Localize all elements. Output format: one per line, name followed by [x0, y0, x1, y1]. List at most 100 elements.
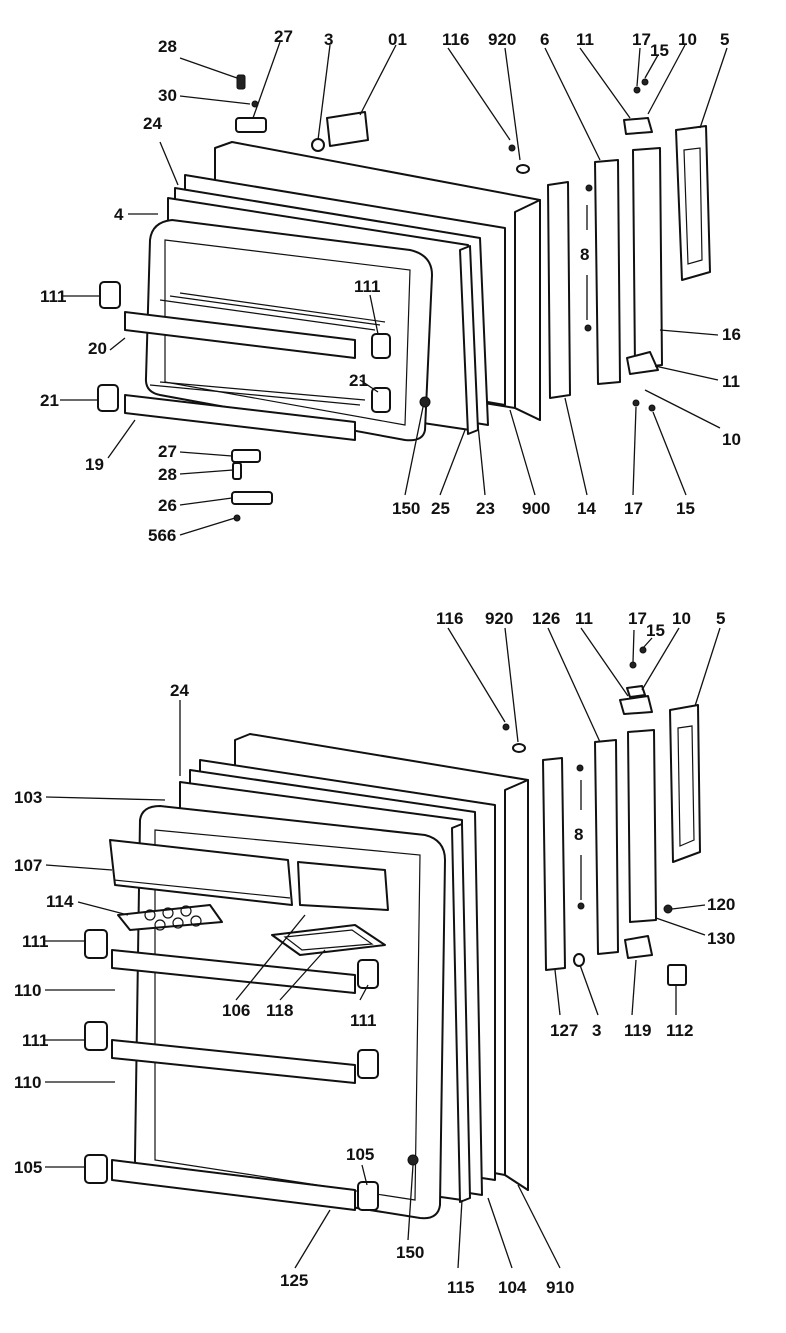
butter-door: [297, 861, 389, 911]
callout-116-top: 116: [442, 30, 469, 49]
retainer-111-left-1: [84, 929, 108, 959]
shelf-125: [111, 1159, 356, 1211]
callout-114: 114: [46, 892, 74, 911]
callout-27-top: 27: [274, 27, 293, 46]
callout-6: 6: [540, 30, 549, 49]
shelf-retainer-21-left: [97, 384, 119, 412]
nameplate-01: [326, 111, 369, 147]
callout-116-bottom: 116: [436, 609, 463, 628]
callout-19: 19: [85, 455, 104, 474]
callout-150-top: 150: [392, 499, 420, 518]
lower-shelf-19: [124, 394, 356, 441]
bottom-hinge-27: [231, 449, 261, 463]
callout-25: 25: [431, 499, 450, 518]
callout-14: 14: [577, 499, 596, 518]
dairy-door-107: [109, 839, 293, 906]
bottom-hinge-26: [231, 491, 273, 505]
callout-3-lower: 3: [592, 1021, 601, 1040]
callout-111-left: 111: [40, 287, 67, 306]
handle-rail-130: [627, 729, 657, 923]
callout-112: 112: [666, 1021, 693, 1040]
callout-900: 900: [522, 499, 550, 518]
callout-5-lower: 5: [716, 609, 725, 628]
callout-24-top: 24: [143, 114, 162, 133]
callout-118: 118: [266, 1001, 293, 1020]
shelf-110-upper: [111, 949, 356, 994]
callout-4: 4: [114, 205, 124, 224]
callout-24-lower: 24: [170, 681, 189, 700]
callout-11-lower: 11: [575, 609, 593, 628]
callout-103: 103: [14, 788, 42, 807]
callout-120: 120: [707, 895, 735, 914]
callout-127: 127: [550, 1021, 578, 1040]
callout-10-top: 10: [678, 30, 697, 49]
tray-118: [271, 924, 386, 956]
upper-inner-door-liner: [144, 219, 433, 442]
upper-leader-lines: [60, 41, 728, 536]
retainer-105-left: [84, 1154, 108, 1184]
shelf-110-lower: [111, 1039, 356, 1084]
callout-105-left: 105: [14, 1158, 42, 1177]
upper-door-assembly: [97, 74, 711, 522]
callout-20: 20: [88, 339, 107, 358]
callout-11-bottom: 11: [722, 372, 740, 391]
callout-111-lower-right: 111: [350, 1011, 377, 1030]
shelf-retainer-111-left: [99, 281, 121, 309]
hinge-rail-126: [594, 739, 619, 955]
trim-strip-127: [542, 757, 566, 971]
callout-16: 16: [722, 325, 741, 344]
callout-21-left: 21: [40, 391, 59, 410]
callout-21-right: 21: [349, 371, 368, 390]
top-hinge-27: [235, 117, 267, 133]
callout-920-top: 920: [488, 30, 516, 49]
callout-920-bottom: 920: [485, 609, 513, 628]
callout-15-bottom: 15: [676, 499, 695, 518]
callout-23: 23: [476, 499, 495, 518]
spacer-112: [667, 964, 687, 986]
callout-126: 126: [532, 609, 560, 628]
callout-910: 910: [546, 1278, 574, 1297]
callout-115: 115: [447, 1278, 474, 1297]
callout-01: 01: [388, 30, 407, 49]
trim-strip-14: [547, 181, 571, 399]
callout-17-top: 17: [632, 30, 651, 49]
callout-17-lower: 17: [628, 609, 647, 628]
callout-15-lower: 15: [646, 621, 665, 640]
callout-5-top: 5: [720, 30, 729, 49]
upper-shelf-ribs: [159, 292, 386, 331]
callout-8-top: 8: [580, 245, 589, 264]
callout-110-lower: 110: [14, 1073, 41, 1092]
callout-17-bottom: 17: [624, 499, 643, 518]
lower-door-assembly: [84, 646, 701, 1220]
callout-130: 130: [707, 929, 735, 948]
callout-106: 106: [222, 1001, 250, 1020]
callout-10-bottom: 10: [722, 430, 741, 449]
callout-28-bottom: 28: [158, 465, 177, 484]
callout-10-lower: 10: [672, 609, 691, 628]
upper-callouts: 28 27 3 01 116 920 6 11 17 15 10 5 30 24…: [40, 27, 741, 545]
hinge-rail-6: [594, 159, 621, 385]
callout-111-lower-1: 111: [22, 932, 49, 951]
callout-28-top: 28: [158, 37, 177, 56]
lower-leader-lines: [45, 627, 721, 1269]
callout-110-upper: 110: [14, 981, 41, 1000]
upper-shelf-20: [124, 311, 356, 359]
callout-125: 125: [280, 1271, 308, 1290]
door-handle-5-lower: [669, 704, 701, 863]
callout-105-right: 105: [346, 1145, 374, 1164]
callout-104: 104: [498, 1278, 527, 1297]
lower-callouts: 116 920 126 11 17 15 10 5 24 103 107 114…: [14, 609, 735, 1297]
callout-11-top: 11: [576, 30, 594, 49]
retainer-111-left-2: [84, 1021, 108, 1051]
callout-111-right: 111: [354, 277, 381, 296]
callout-27-bottom: 27: [158, 442, 177, 461]
callout-30: 30: [158, 86, 177, 105]
handle-rail-16: [632, 147, 663, 369]
callout-119: 119: [624, 1021, 651, 1040]
callout-15-top: 15: [650, 41, 669, 60]
callout-150-bottom: 150: [396, 1243, 424, 1262]
callout-8-lower: 8: [574, 825, 583, 844]
callout-107: 107: [14, 856, 42, 875]
bracket-119: [624, 935, 653, 959]
